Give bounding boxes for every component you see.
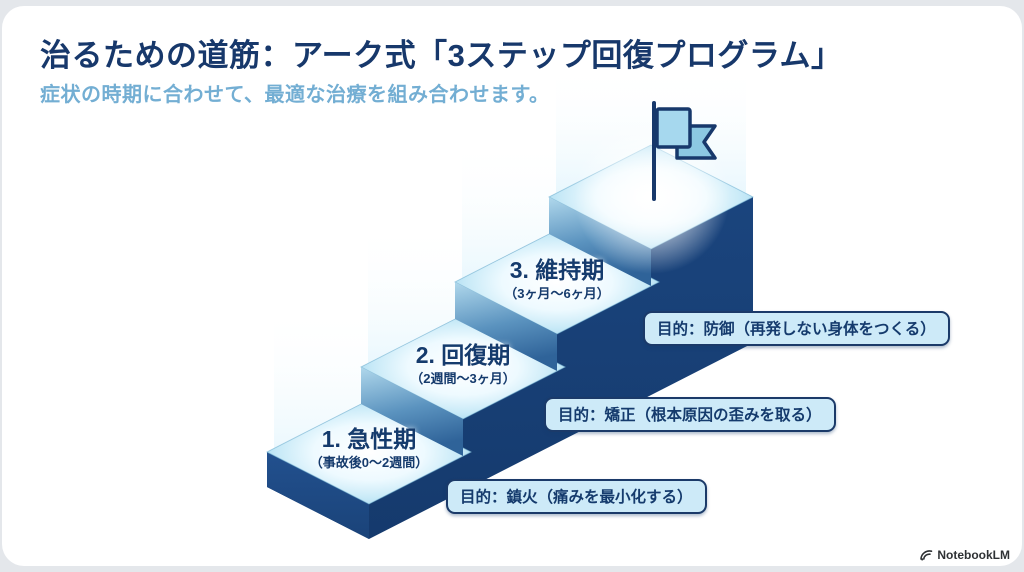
brand-footer: NotebookLM [919, 548, 1010, 562]
page-subtitle: 症状の時期に合わせて、最適な治療を組み合わせます。 [40, 84, 550, 106]
brand-name: NotebookLM [937, 548, 1010, 562]
staircase-diagram [265, 64, 755, 539]
notebooklm-logo-icon [920, 550, 933, 561]
goal-callout-step-2: 目的：矯正（根本原因の歪みを取る） [544, 397, 836, 432]
goal-callout-step-1: 目的：鎮火（痛みを最小化する） [446, 479, 707, 514]
riser-step-3 [455, 282, 557, 371]
slide-card: 治るための道筋：アーク式「3ステップ回復プログラム」 症状の時期に合わせて、最適… [2, 6, 1022, 566]
goal-callout-step-3: 目的：防御（再発しない身体をつくる） [643, 311, 950, 346]
goal-flag-icon [652, 101, 717, 201]
riser-step-2 [361, 367, 463, 456]
staircase-front-face [267, 452, 369, 539]
